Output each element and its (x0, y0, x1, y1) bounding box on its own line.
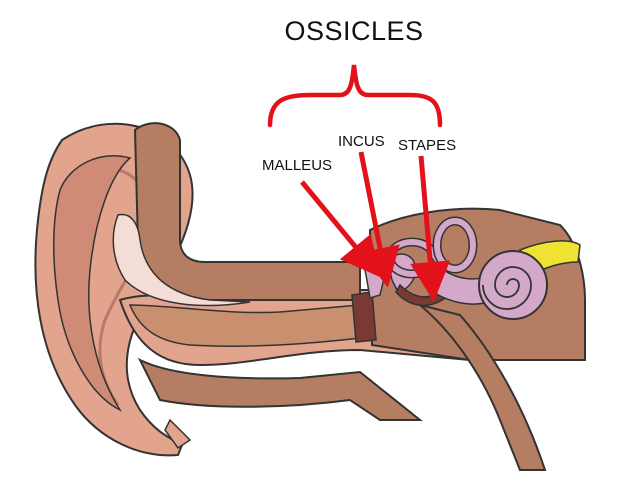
label-stapes: STAPES (398, 137, 456, 154)
lower-canal-tube (137, 357, 423, 421)
pinna-rim-shade (52, 155, 132, 412)
diagram-title: OSSICLES (284, 16, 423, 46)
stapes-arrow (410, 155, 451, 302)
incus-arrow (358, 151, 400, 288)
semicircular-canal-2-fill (434, 218, 476, 272)
ear-canal-passage (128, 304, 361, 347)
cochlea-spiral (482, 266, 532, 310)
ossicles-bracket (267, 64, 443, 128)
label-malleus: MALLEUS (262, 157, 332, 174)
canal-highlight (112, 213, 251, 307)
eustachian-tube (419, 304, 547, 471)
eardrum (351, 291, 377, 343)
earlobe-hook (164, 418, 192, 450)
label-incus: INCUS (338, 133, 385, 150)
malleus-arrow (300, 180, 381, 278)
cochlea (478, 250, 548, 320)
